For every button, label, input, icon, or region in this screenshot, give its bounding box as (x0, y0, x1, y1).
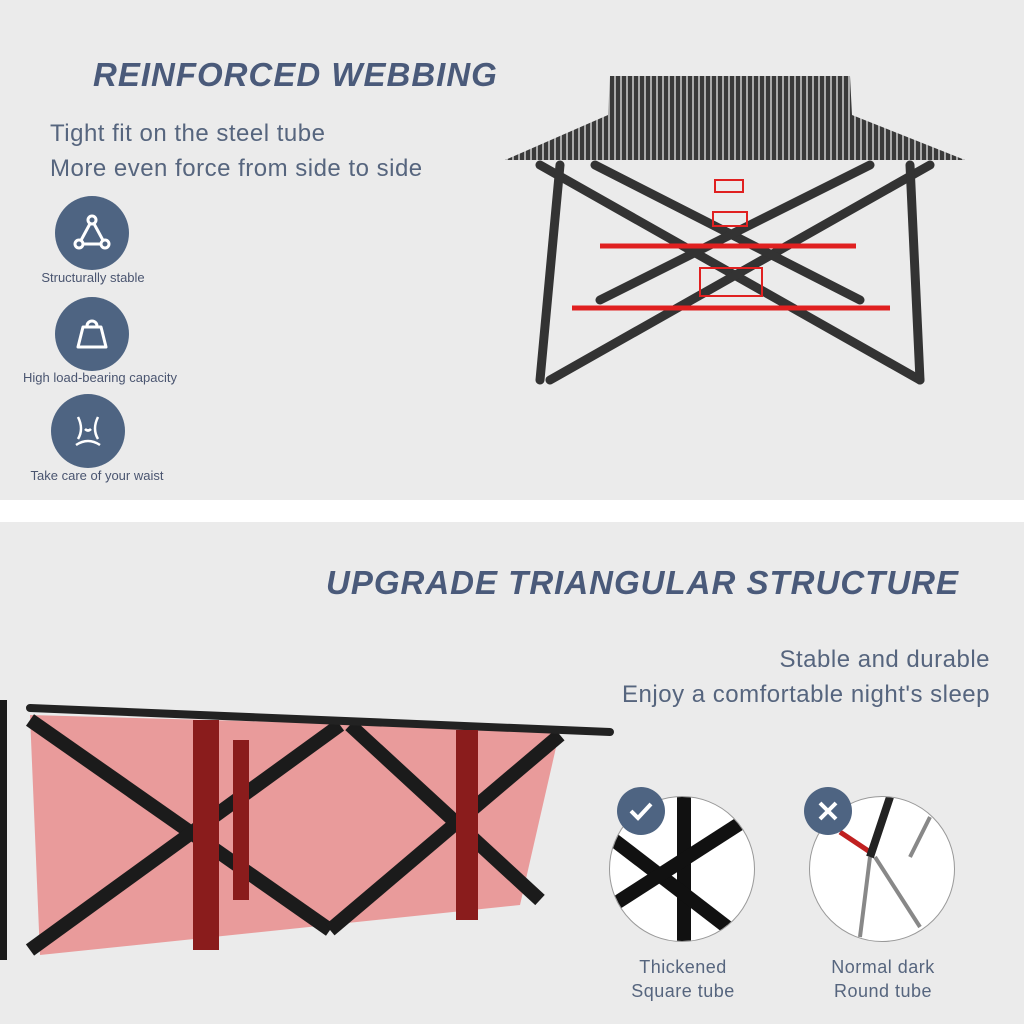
feature-load (55, 297, 129, 371)
section1-title: REINFORCED WEBBING (93, 56, 498, 93)
cot-webbing-image (505, 76, 965, 385)
subtitle-line: Enjoy a comfortable night's sleep (622, 681, 990, 708)
section2-subtitle: Stable and durable Enjoy a comfortable n… (622, 642, 990, 712)
feature-label: High load-bearing capacity (23, 370, 177, 385)
caption-line: Round tube (833, 981, 933, 1001)
waist-icon (51, 394, 125, 468)
triangle-nodes-icon (55, 196, 129, 270)
section-divider (0, 500, 1024, 522)
subtitle-line: Stable and durable (779, 646, 990, 673)
feature-label: Structurally stable (41, 270, 145, 285)
feature-label: Take care of your waist (30, 468, 164, 483)
feature-structural (55, 196, 129, 270)
cross-icon (804, 787, 852, 835)
caption-line: Thickened (639, 957, 727, 977)
compare-bad (809, 796, 955, 942)
cot-frame-image (0, 700, 614, 960)
subtitle-line: More even force from side to side (50, 155, 423, 182)
section1-subtitle: Tight fit on the steel tube More even fo… (50, 116, 423, 186)
caption-line: Square tube (631, 981, 735, 1001)
round-tube-photo (809, 796, 955, 942)
weight-icon (55, 297, 129, 371)
subtitle-line: Tight fit on the steel tube (50, 120, 326, 147)
caption-line: Normal dark (831, 957, 935, 977)
feature-waist (51, 394, 125, 468)
section2-title: UPGRADE TRIANGULAR STRUCTURE (326, 564, 959, 601)
check-icon (617, 787, 665, 835)
